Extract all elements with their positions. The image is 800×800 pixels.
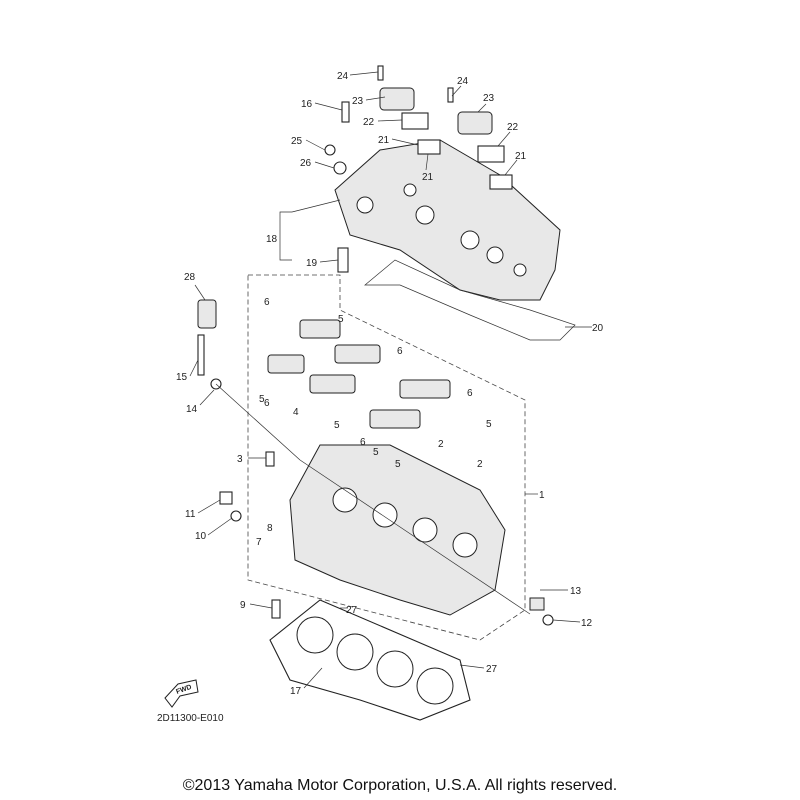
- callout: 1: [539, 490, 545, 501]
- callout: 5: [395, 459, 401, 470]
- callout: 5: [373, 447, 379, 458]
- stud-9[interactable]: [271, 599, 281, 619]
- washer-12[interactable]: [542, 614, 554, 626]
- ignition-coil-left[interactable]: [379, 87, 415, 111]
- callout: 9: [240, 600, 246, 611]
- ignition-coil-right[interactable]: [457, 111, 493, 135]
- callout: 3: [237, 454, 243, 465]
- callout: 20: [592, 323, 604, 334]
- callout: 5: [338, 314, 344, 325]
- nut-13[interactable]: [529, 597, 545, 611]
- callout: 5: [259, 394, 265, 405]
- callout: 17: [290, 686, 302, 697]
- grommet-25[interactable]: [324, 144, 336, 156]
- cover-gasket[interactable]: [364, 259, 576, 341]
- sensor-16[interactable]: [341, 101, 350, 123]
- cap-22-right[interactable]: [477, 145, 505, 163]
- callout: 25: [291, 136, 303, 147]
- callout: 6: [467, 388, 473, 399]
- callout: 22: [507, 122, 519, 133]
- callout: 27: [346, 605, 358, 616]
- callout: 6: [264, 297, 270, 308]
- callout: 4: [293, 407, 299, 418]
- callout: 11: [185, 509, 196, 520]
- callout: 2: [477, 459, 483, 470]
- callout: 2: [438, 439, 444, 450]
- plug-11[interactable]: [219, 491, 233, 505]
- callout: 10: [195, 531, 207, 542]
- callout: 26: [300, 158, 312, 169]
- cover-bracket[interactable]: [337, 247, 349, 273]
- fitting-28[interactable]: [197, 299, 217, 329]
- leader-lines: [189, 71, 592, 689]
- callout: 27: [486, 664, 498, 675]
- callout: 14: [186, 404, 198, 415]
- diagram-code: 2D11300-E010: [157, 713, 224, 724]
- callout: 21: [422, 172, 434, 183]
- gasket-bores: [296, 616, 454, 705]
- pin-3[interactable]: [265, 451, 275, 467]
- callout: 16: [301, 99, 313, 110]
- callout: 8: [267, 523, 273, 534]
- callout: 5: [486, 419, 492, 430]
- cylinder-head[interactable]: [289, 444, 506, 616]
- callout: 23: [483, 93, 495, 104]
- fwd-arrow-logo: FWD: [164, 679, 199, 708]
- washer-26[interactable]: [333, 161, 347, 175]
- assembly-boundary: [247, 274, 526, 641]
- bolt-24-left[interactable]: [377, 65, 384, 81]
- callout: 19: [306, 258, 318, 269]
- cylinder-head-cover[interactable]: [334, 139, 561, 301]
- cap-22-left[interactable]: [401, 112, 429, 130]
- washer-10[interactable]: [230, 510, 242, 522]
- cap-21-right[interactable]: [489, 174, 513, 190]
- callout: 5: [334, 420, 340, 431]
- bolt-24-right[interactable]: [447, 87, 454, 103]
- callout: 24: [457, 76, 469, 87]
- callout: 21: [515, 151, 527, 162]
- cap-21-left[interactable]: [417, 139, 441, 155]
- callout: 13: [570, 586, 582, 597]
- callout: 6: [360, 437, 366, 448]
- callout: 22: [363, 117, 375, 128]
- callout: 12: [581, 618, 593, 629]
- callout: 15: [176, 372, 188, 383]
- callout: 21: [378, 135, 390, 146]
- camshaft-caps[interactable]: [267, 319, 451, 429]
- head-ports: [332, 487, 478, 558]
- cover-holes: [356, 183, 527, 277]
- callout: 23: [352, 96, 364, 107]
- pipe-15[interactable]: [197, 334, 205, 376]
- callout: 7: [256, 537, 262, 548]
- callout-labels: 24 23 16 22 25 26 21 21 24 23 22 21 18 1…: [176, 71, 604, 697]
- callout: 6: [397, 346, 403, 357]
- callout: 18: [266, 234, 278, 245]
- callout: 6: [264, 398, 270, 409]
- callout: 28: [184, 272, 196, 283]
- callout: 24: [337, 71, 349, 82]
- copyright-notice: ©2013 Yamaha Motor Corporation, U.S.A. A…: [182, 777, 618, 794]
